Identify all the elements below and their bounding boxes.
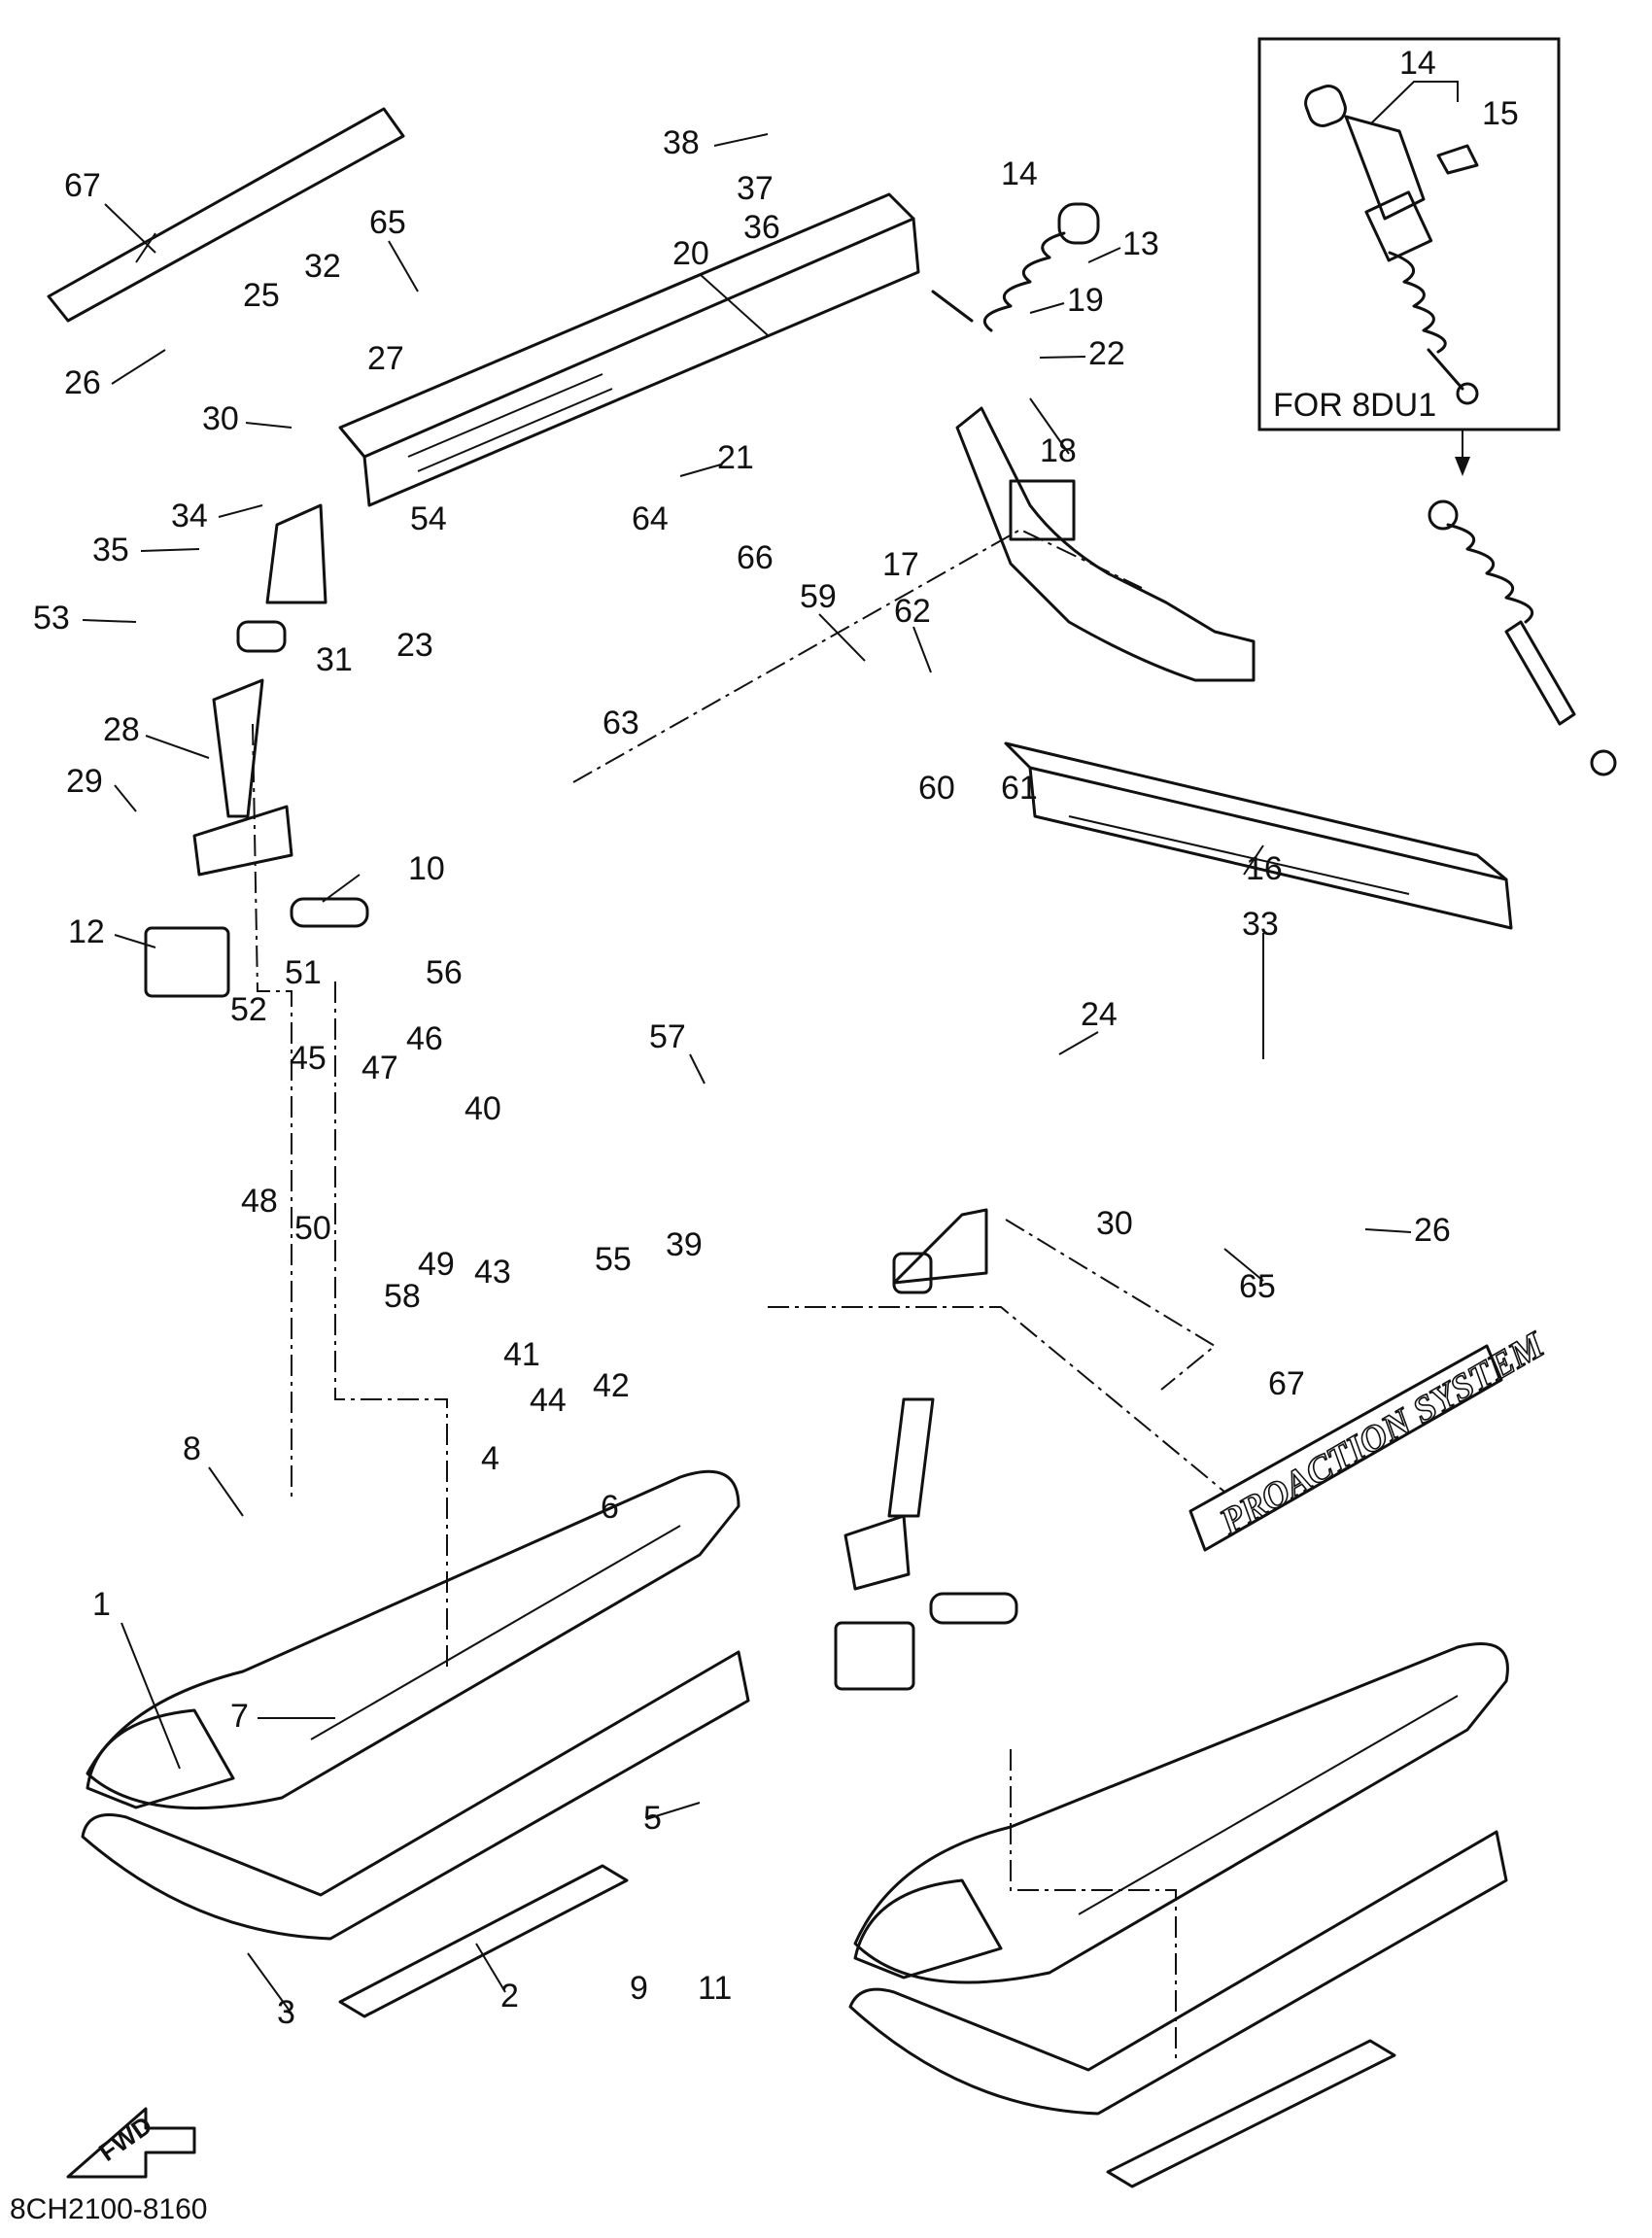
callout-39: 39 [666,1226,703,1263]
callout-4: 4 [481,1440,499,1477]
callout-6: 6 [601,1489,619,1526]
inset-pointer-arrow [1455,457,1470,476]
callout-28: 28 [103,711,140,748]
inset-leader-14 [1369,81,1459,125]
callout-66: 66 [737,539,774,576]
callout-57: 57 [649,1018,686,1055]
callout-60: 60 [918,770,955,807]
callout-2: 2 [500,1978,519,2014]
callout-31: 31 [316,641,353,678]
fwd-label: FWD [93,2110,157,2167]
callout-42: 42 [593,1367,630,1404]
callout-45: 45 [290,1040,327,1077]
callout-54: 54 [410,500,447,537]
callout-35: 35 [92,532,129,568]
callout-67: 67 [64,167,101,204]
assembly-lines [252,528,1225,2060]
callout-65: 65 [369,204,406,241]
callout-10: 10 [408,850,445,887]
callout-23: 23 [396,627,433,664]
inset-callout-15: 15 [1482,95,1519,132]
callout-22: 22 [1088,335,1125,372]
decal-67-side: PROACTION SYSTEM 67 [1188,1324,1553,1552]
callout-40: 40 [465,1090,501,1127]
leader-lines [82,133,1412,2014]
callout-7: 7 [230,1698,249,1735]
callout-47: 47 [361,1050,398,1086]
rear-arm [955,406,1256,682]
callout-67b: 67 [1268,1365,1305,1402]
callout-56: 56 [426,954,463,991]
slide-rail-left [338,192,920,507]
callout-36: 36 [743,209,780,246]
decal-67-top [47,107,405,323]
callout-30: 30 [202,400,239,437]
callout-51: 51 [285,954,322,991]
spindle-right [834,1208,1018,1691]
callout-41: 41 [503,1336,540,1373]
callout-59: 59 [800,578,837,615]
callout-33: 33 [1242,906,1279,943]
callout-50: 50 [294,1210,331,1247]
callout-labels: 67 65 32 25 27 26 30 34 35 53 54 31 23 2… [33,124,1451,2031]
callout-14: 14 [1001,155,1038,192]
callout-65b: 65 [1239,1268,1276,1305]
callout-46: 46 [406,1020,443,1057]
callout-61: 61 [1001,770,1038,807]
callout-3: 3 [277,1994,295,2031]
callout-19: 19 [1067,282,1104,319]
callout-25: 25 [243,277,280,314]
callout-55: 55 [595,1241,632,1278]
callout-26b: 26 [1414,1212,1451,1249]
callout-27: 27 [367,340,404,377]
callout-53: 53 [33,600,70,637]
callout-32: 32 [304,248,341,285]
fwd-arrow: FWD [66,2107,196,2179]
callout-48: 48 [241,1183,278,1220]
callout-58: 58 [384,1278,421,1315]
callout-43: 43 [474,1254,511,1291]
callout-30b: 30 [1096,1205,1133,1242]
ski-right [848,1642,1509,2188]
callout-63: 63 [602,705,639,741]
callout-26: 26 [64,364,101,401]
callout-20: 20 [672,235,709,272]
callout-44: 44 [530,1382,567,1419]
callout-24: 24 [1081,996,1118,1033]
inset-frame [1257,37,1561,431]
callout-52: 52 [230,991,267,1028]
drawing-code: 8CH2100-8160 [10,2193,207,2225]
callout-13: 13 [1122,225,1159,262]
callout-17: 17 [882,546,919,583]
callout-37: 37 [737,170,774,207]
callout-21: 21 [717,439,754,476]
inset-callout-14: 14 [1399,45,1436,82]
slide-rail-right [1004,741,1513,930]
callout-9: 9 [630,1970,648,2007]
callout-34: 34 [171,498,208,534]
spindle-left [144,503,369,998]
callout-12: 12 [68,913,105,950]
inset-shock-absorber [1304,85,1479,405]
decal-logo-text: PROACTION SYSTEM [1213,1324,1552,1543]
callout-62: 62 [894,593,931,630]
callout-29: 29 [66,763,103,800]
callout-38: 38 [663,124,700,161]
shock-absorber-right [1428,499,1617,776]
shock-absorber-upper [931,202,1100,332]
callout-11: 11 [698,1970,732,2007]
callout-1: 1 [92,1586,111,1623]
ski-left [81,1469,750,2018]
callout-16: 16 [1246,850,1283,887]
inset-title: FOR 8DU1 [1273,387,1436,424]
callout-8: 8 [183,1430,201,1467]
callout-64: 64 [632,500,669,537]
inset-8du1: 14 15 FOR 8DU1 [1257,37,1561,476]
callout-49: 49 [418,1246,455,1283]
